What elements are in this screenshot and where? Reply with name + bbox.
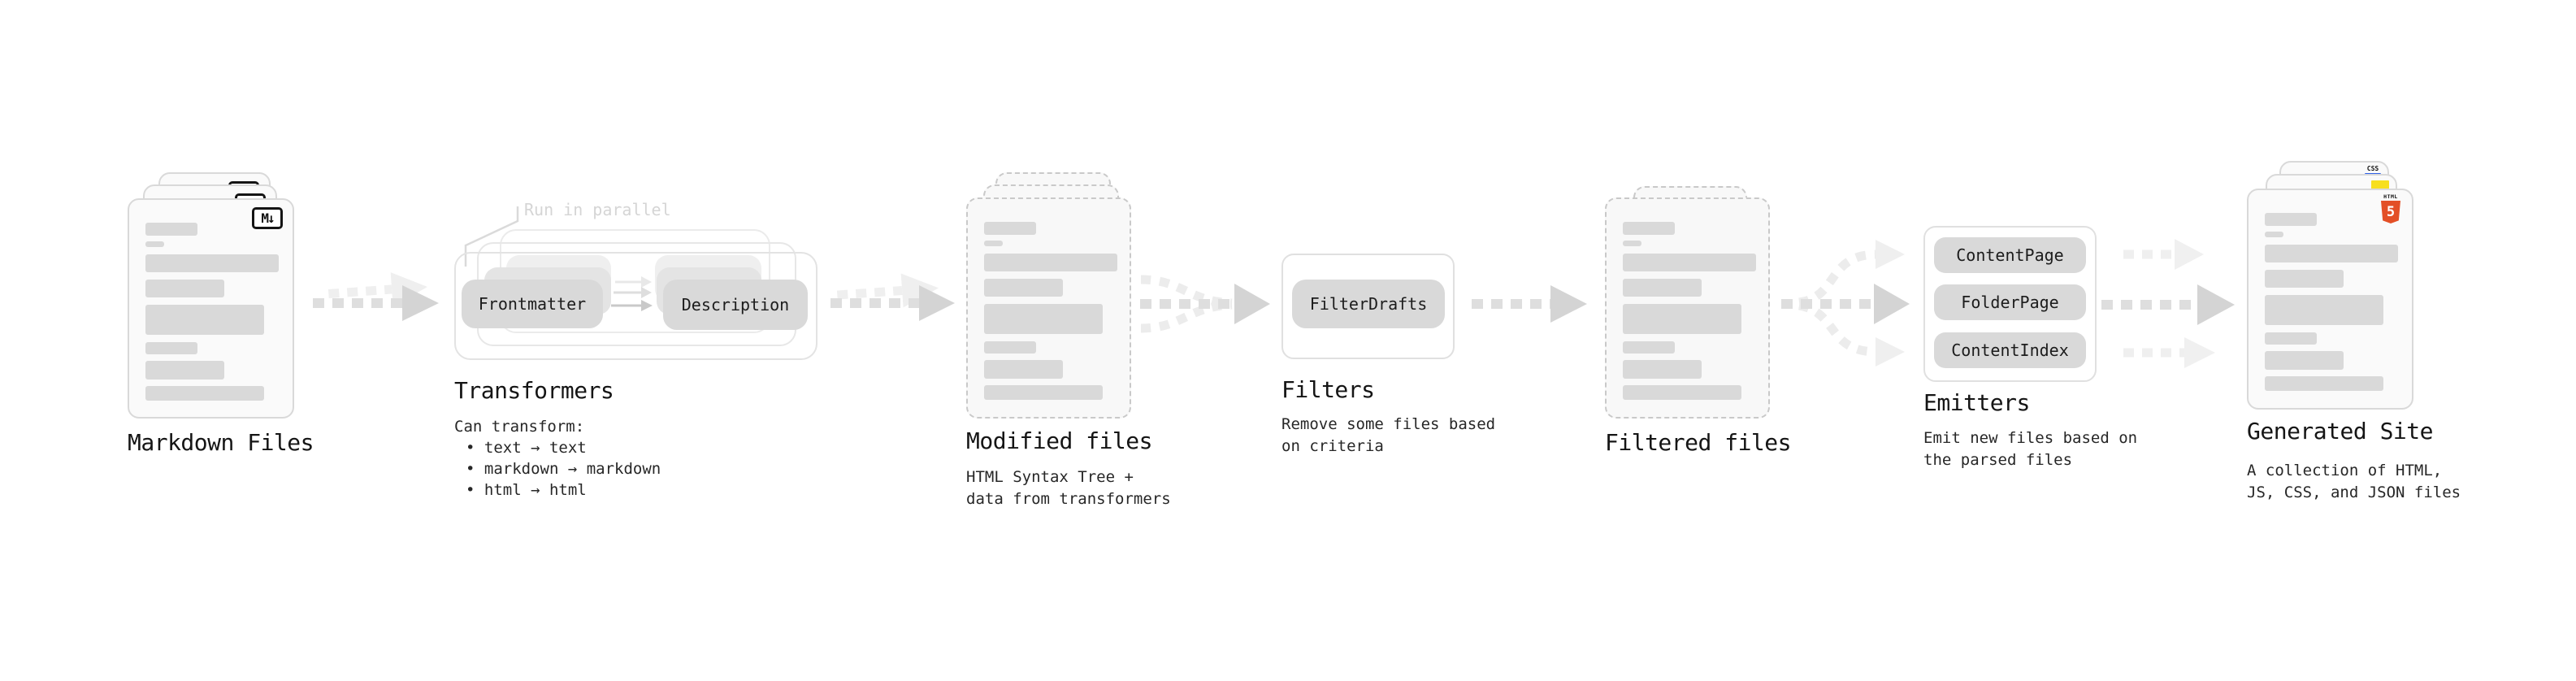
modified-file-card: [966, 197, 1131, 419]
generated-desc-line: A collection of HTML,: [2247, 462, 2443, 479]
modified-files-description: HTML Syntax Tree + data from transformer…: [966, 466, 1171, 510]
arrow-filtered-to-emitters-split: [1781, 240, 1910, 367]
text-line-bar: [984, 385, 1103, 400]
text-line-bar: [984, 341, 1036, 354]
text-line-bar: [1623, 385, 1741, 400]
filterdrafts-pill: FilterDrafts: [1292, 280, 1445, 328]
text-line-bar: [984, 254, 1117, 271]
filtered-files-title: Filtered files: [1605, 429, 1792, 456]
html5-icon-shield: 5: [2381, 201, 2400, 223]
text-line-bar: [2265, 332, 2317, 345]
text-line-bar: [1623, 222, 1675, 235]
contentpage-pill: ContentPage: [1934, 237, 2086, 273]
text-line-bar: [2265, 351, 2344, 370]
emitters-desc-line: the parsed files: [1923, 451, 2073, 469]
text-line-bar: [984, 241, 1003, 246]
text-line-bar: [145, 361, 224, 380]
css-icon-label: CSS: [2366, 165, 2379, 172]
filters-description: Remove some files based on criteria: [1281, 414, 1495, 458]
text-line-bar: [984, 360, 1063, 379]
text-line-bar: [2265, 245, 2398, 262]
text-line-bar: [2265, 270, 2344, 288]
text-line-bar: [145, 342, 197, 354]
text-line-bar: [1623, 304, 1741, 334]
arrows-emitters-to-generated: [2101, 239, 2235, 368]
text-line-bar: [145, 241, 164, 247]
html5-icon-word: HTML: [2383, 193, 2398, 200]
transformers-desc-heading: Can transform:: [454, 418, 585, 436]
run-in-parallel-note: Run in parallel: [524, 200, 671, 219]
text-line-bar: [1623, 254, 1756, 271]
text-line-bar: [2265, 232, 2283, 237]
generated-site-title: Generated Site: [2247, 418, 2434, 445]
text-line-bar: [1623, 241, 1641, 246]
arrow-transformers-to-modified: [830, 273, 955, 321]
generated-site-description: A collection of HTML, JS, CSS, and JSON …: [2247, 460, 2461, 504]
transformers-bullet: • html → html: [466, 481, 587, 499]
arrow-modified-to-filters-merge: [1140, 275, 1270, 333]
text-line-bar: [1623, 279, 1702, 297]
generated-file-card: HTML 5: [2247, 189, 2413, 410]
arrow-filters-to-filtered: [1472, 285, 1587, 323]
contentindex-pill: ContentIndex: [1934, 332, 2086, 368]
text-line-bar: [145, 386, 264, 401]
modified-desc-line: data from transformers: [966, 490, 1171, 508]
text-line-bar: [2265, 295, 2383, 325]
js-file-icon: [2371, 180, 2389, 190]
folderpage-pill: FolderPage: [1934, 284, 2086, 320]
text-line-bar: [984, 222, 1036, 235]
text-line-bar: [1623, 360, 1702, 379]
transformers-description: Can transform: • text → text • markdown …: [454, 416, 661, 501]
filtered-file-card: [1605, 197, 1770, 419]
modified-desc-line: HTML Syntax Tree +: [966, 468, 1134, 486]
arrow-markdown-to-transformers: [313, 272, 439, 321]
text-line-bar: [145, 280, 224, 297]
text-line-bar: [2265, 213, 2317, 226]
text-line-bar: [145, 305, 264, 335]
emitters-desc-line: Emit new files based on: [1923, 429, 2138, 447]
text-line-bar: [1623, 341, 1675, 354]
markdown-files-title: Markdown Files: [128, 429, 314, 456]
transformer-box-front: [454, 252, 817, 360]
markdown-file-card: M↓: [128, 198, 294, 419]
modified-files-title: Modified files: [966, 427, 1153, 454]
text-line-bar: [145, 223, 197, 236]
text-line-bar: [2265, 376, 2383, 391]
text-line-bar: [984, 279, 1063, 297]
text-line-bar: [984, 304, 1103, 334]
transformer-pill-arrows: [611, 276, 653, 311]
html5-icon: HTML 5: [2380, 194, 2401, 223]
generated-desc-line: JS, CSS, and JSON files: [2247, 484, 2461, 501]
frontmatter-pill: Frontmatter: [462, 280, 603, 328]
markdown-icon: M↓: [252, 207, 283, 229]
transformers-title: Transformers: [454, 377, 614, 404]
transformers-bullet: • markdown → markdown: [466, 460, 661, 478]
filters-desc-line: Remove some files based: [1281, 415, 1496, 433]
description-pill: Description: [663, 280, 808, 330]
text-line-bar: [145, 254, 279, 272]
filters-title: Filters: [1281, 376, 1375, 403]
transformers-bullet: • text → text: [466, 439, 587, 457]
emitters-description: Emit new files based on the parsed files: [1923, 427, 2137, 471]
filters-desc-line: on criteria: [1281, 437, 1384, 455]
emitters-title: Emitters: [1923, 389, 2030, 416]
